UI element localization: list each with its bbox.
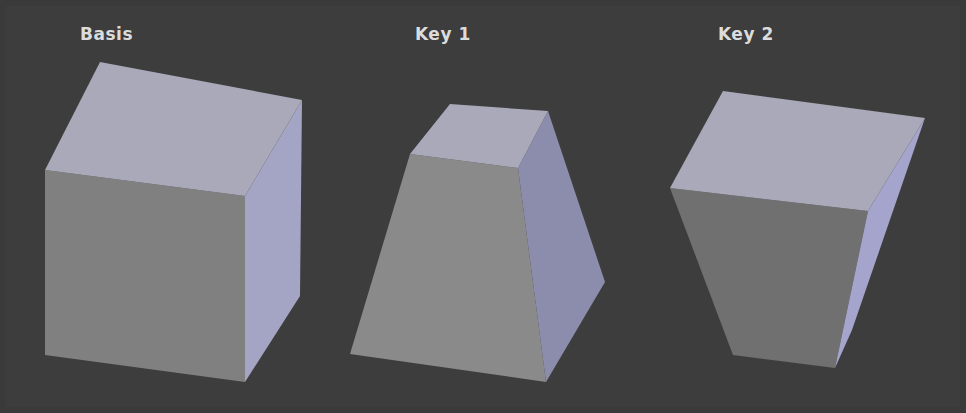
shape-key-label: Key 2 — [718, 24, 774, 44]
key1-cube — [350, 104, 605, 382]
key2-cube — [670, 91, 925, 368]
shape-key-label: Basis — [80, 24, 133, 44]
viewport-ground — [6, 6, 960, 407]
shape-key-label: Key 1 — [415, 24, 471, 44]
basis-cube — [45, 62, 302, 382]
